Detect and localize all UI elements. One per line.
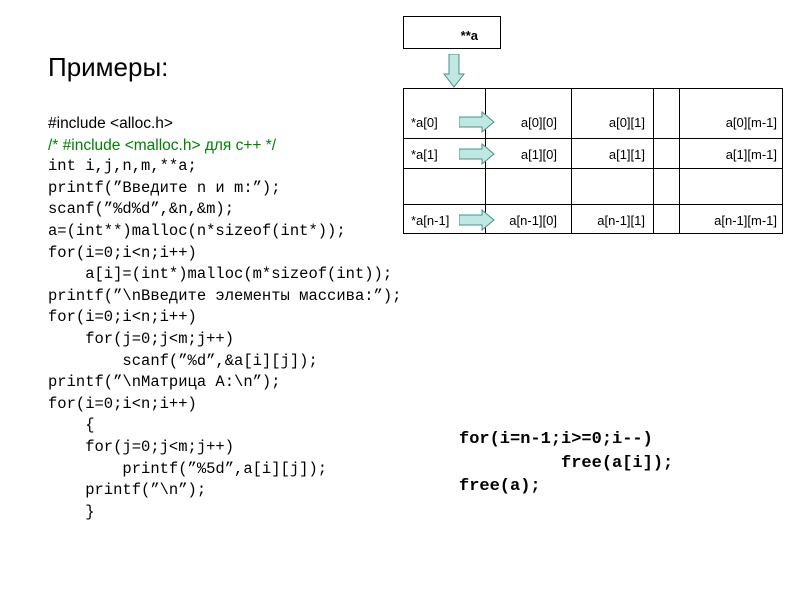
- code-line: printf(”\nВведите элементы массива:”);: [48, 286, 402, 305]
- matrix-cell: a[1][m-1]: [725, 147, 777, 162]
- code-line-comment: /* #include <malloc.h> для с++ */: [48, 136, 277, 154]
- right-arrow-icon: [459, 143, 495, 165]
- right-arrow-icon: [459, 209, 495, 231]
- code-line: for(i=0;i<n;i++): [48, 243, 197, 262]
- code-line: for(j=0;j<m;j++): [48, 437, 235, 456]
- code-line: scanf(”%d%d”,&n,&m);: [48, 200, 235, 219]
- grid-divider: [679, 89, 680, 233]
- grid-divider: [653, 89, 654, 233]
- code-line: printf(”%5d”,a[i][j]);: [48, 459, 328, 478]
- matrix-cell: a[n-1][0]: [509, 213, 557, 228]
- slide-title: Примеры:: [48, 52, 169, 82]
- row-pointer-label: *a[n-1]: [411, 213, 450, 228]
- matrix-cell: a[0][0]: [520, 115, 557, 130]
- row-pointer-label: *a[1]: [411, 147, 438, 162]
- right-arrow-icon: [459, 111, 495, 133]
- code-line: {: [48, 416, 95, 435]
- code-line: for(i=0;i<n;i++): [48, 308, 197, 327]
- code-line: printf(”\nМатрица А:\n”);: [48, 373, 281, 392]
- matrix-cell: a[1][1]: [608, 147, 645, 162]
- matrix-cell: a[1][0]: [520, 147, 557, 162]
- code-line: a=(int**)malloc(n*sizeof(int*));: [48, 221, 346, 240]
- down-arrow-icon: [443, 54, 465, 88]
- grid-divider: [404, 168, 782, 169]
- pointer-array-diagram: *a[0] a[0][0] a[0][1] a[0][m-1] *a[1] a[…: [403, 88, 783, 234]
- code-line: }: [48, 502, 95, 521]
- matrix-cell: a[0][1]: [608, 115, 645, 130]
- grid-divider: [404, 138, 782, 139]
- code-line: printf(”Введите n и m:”);: [48, 178, 281, 197]
- free-code-line: for(i=n-1;i>=0;i--): [459, 430, 653, 449]
- code-line: for(i=0;i<n;i++): [48, 394, 197, 413]
- double-pointer-label: **a: [460, 28, 478, 43]
- code-line-include: #include <alloc.h>: [48, 115, 173, 132]
- code-listing: #include <alloc.h> /* #include <malloc.h…: [48, 113, 401, 523]
- free-code-listing: for(i=n-1;i>=0;i--) free(a[i]); free(a);: [459, 428, 673, 499]
- matrix-cell: a[n-1][m-1]: [714, 213, 777, 228]
- free-code-line: free(a[i]);: [459, 453, 674, 473]
- code-line: scanf(”%d”,&a[i][j]);: [48, 351, 318, 370]
- grid-divider: [571, 89, 572, 233]
- grid-divider: [404, 204, 782, 205]
- free-code-line: free(a);: [459, 477, 541, 496]
- code-line: int i,j,n,m,**a;: [48, 157, 197, 176]
- row-pointer-label: *a[0]: [411, 115, 438, 130]
- double-pointer-box: **a: [403, 16, 501, 49]
- code-line: printf(”\n”);: [48, 481, 207, 500]
- code-line: a[i]=(int*)malloc(m*sizeof(int));: [48, 265, 393, 284]
- matrix-cell: a[n-1][1]: [597, 213, 645, 228]
- code-line: for(j=0;j<m;j++): [48, 329, 235, 348]
- matrix-cell: a[0][m-1]: [725, 115, 777, 130]
